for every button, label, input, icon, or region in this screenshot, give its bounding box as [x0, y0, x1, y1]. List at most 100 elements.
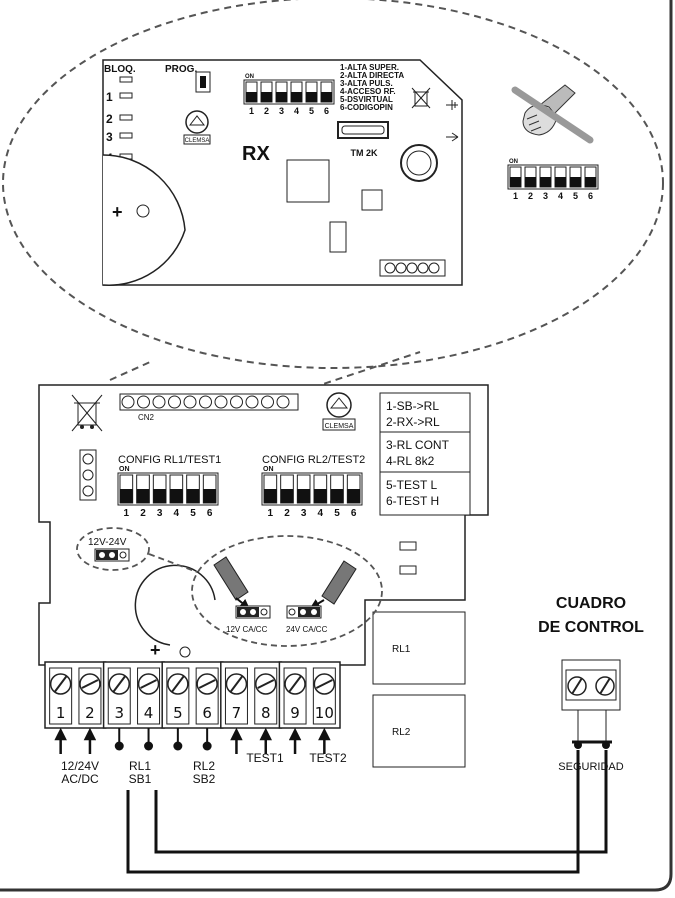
main-buzzer-hole [179, 646, 191, 658]
rx-pin-header [379, 259, 446, 277]
cn2-pin [152, 395, 166, 409]
antenna-symbol [446, 100, 459, 142]
output-dot-6 [202, 741, 212, 751]
terminal-number-9: 9 [290, 704, 300, 722]
relay-rl1 [372, 611, 466, 685]
dip-number-1: 1 [513, 191, 518, 201]
rx-function-2: 2-ALTA DIRECTA [340, 71, 404, 80]
cn2-pin [261, 395, 274, 409]
cn2-label: CN2 [138, 413, 155, 422]
cn2-pin [183, 395, 197, 409]
dip-number-4: 4 [174, 508, 180, 519]
rl1-group-label-1: RL1 [129, 759, 151, 773]
main-board: CN2 CLEMSA 1-SB->RL 2-RX->RL 3-RL CONT 4… [38, 384, 489, 768]
terminal-number-8: 8 [261, 704, 271, 722]
seguridad-label: SEGURIDAD [558, 761, 623, 773]
cn2-pin [214, 395, 228, 409]
dip-on-label: ON [119, 466, 130, 473]
terminal-number-2: 2 [85, 704, 95, 722]
rl2-group-label-1: RL2 [193, 759, 215, 773]
dip-number-2: 2 [284, 508, 290, 519]
dip-number-2: 2 [140, 508, 146, 519]
terminal-number-1: 1 [56, 704, 66, 722]
jumper-callout-connector [148, 553, 198, 573]
dip-number-2: 2 [264, 106, 269, 116]
rl2-group-label-2: SB2 [193, 772, 216, 786]
dip-number-6: 6 [351, 508, 357, 519]
output-dot-4 [144, 741, 154, 751]
terminal-number-5: 5 [173, 704, 183, 722]
zoom-connector-right [289, 351, 421, 396]
hand-tool-crossed-icon [511, 84, 594, 144]
led-number-3: 3 [106, 130, 113, 144]
cn2-connector [119, 393, 299, 411]
dip-on-label: ON [509, 159, 518, 165]
zoom-ellipse [2, 0, 664, 369]
jumper-12v-label: 12V CA/CC [226, 625, 268, 634]
dip-number-6: 6 [207, 508, 213, 519]
led-number-1: 1 [106, 90, 113, 104]
power-label-1: 12/24V [61, 759, 99, 773]
rx-function-5: 5-DSVIRTUAL [340, 95, 393, 104]
main-buzzer [134, 564, 216, 646]
terminal-number-3: 3 [114, 704, 124, 722]
terminal-group-labels: 12/24V AC/DC RL1 SB1 RL2 SB2 TEST1 TEST2 [61, 751, 347, 786]
rx-function-3: 3-ALTA PULS. [340, 79, 393, 88]
dip-number-1: 1 [124, 508, 130, 519]
rx-weee-icon [411, 87, 431, 109]
output-dot-5 [173, 741, 183, 751]
legend-item-5: 5-TEST L [386, 478, 437, 492]
config2-label: CONFIG RL2/TEST2 [262, 454, 365, 466]
dip-number-6: 6 [588, 191, 593, 201]
cn2-pin [121, 395, 135, 409]
config-legend: 1-SB->RL 2-RX->RL 3-RL CONT 4-RL 8k2 5-T… [379, 392, 471, 516]
dip-number-3: 3 [543, 191, 548, 201]
control-panel-title-2: DE CONTROL [538, 619, 644, 636]
prog-label: PROG. [165, 64, 197, 75]
dip-on-label: ON [263, 466, 274, 473]
rx-function-1: 1-ALTA SUPER. [340, 63, 399, 72]
jumper-callout-circle [76, 527, 150, 571]
relay-rl2 [372, 694, 466, 768]
jumper-12v-option: 12V CA/CC [213, 556, 271, 634]
dip-number-5: 5 [309, 106, 314, 116]
dip-number-4: 4 [294, 106, 299, 116]
status-led-2 [399, 565, 417, 575]
terminal-number-10: 10 [315, 704, 334, 722]
rx-ic-large [286, 159, 330, 203]
dip-number-5: 5 [573, 191, 578, 201]
jumper-24v-option: 24V CA/CC [286, 560, 357, 634]
jumper-label: 12V-24V [88, 537, 127, 548]
terminal-block: 1 2 3 4 5 6 7 8 9 10 [44, 661, 341, 754]
dip-number-3: 3 [301, 508, 307, 519]
led-2 [119, 114, 133, 121]
wire-sb1-to-seguridad-a [126, 750, 580, 874]
cn2-pin [276, 395, 290, 409]
rx-plus-sign: + [112, 202, 123, 222]
bloq-label: BLOQ. [104, 64, 136, 75]
cn2-pin [137, 395, 150, 409]
zoom-connector-left [109, 361, 151, 381]
rx-component [329, 221, 347, 253]
cn2-pin [245, 395, 259, 409]
terminal-number-7: 7 [232, 704, 242, 722]
rx-function-4: 4-ACCESO RF. [340, 87, 396, 96]
test2-label: TEST2 [309, 751, 347, 765]
dip-number-5: 5 [334, 508, 340, 519]
dip-number-2: 2 [528, 191, 533, 201]
terminal-number-4: 4 [144, 704, 154, 722]
cn2-pin [199, 395, 212, 409]
config1-label: CONFIG RL1/TEST1 [118, 454, 221, 466]
dip-number-3: 3 [279, 106, 284, 116]
main-plus-sign: + [150, 640, 161, 660]
led-1 [119, 92, 133, 99]
output-dot-3 [114, 741, 124, 751]
terminal-number-6: 6 [202, 704, 212, 722]
power-label-2: AC/DC [61, 772, 99, 786]
dip-number-4: 4 [318, 508, 324, 519]
